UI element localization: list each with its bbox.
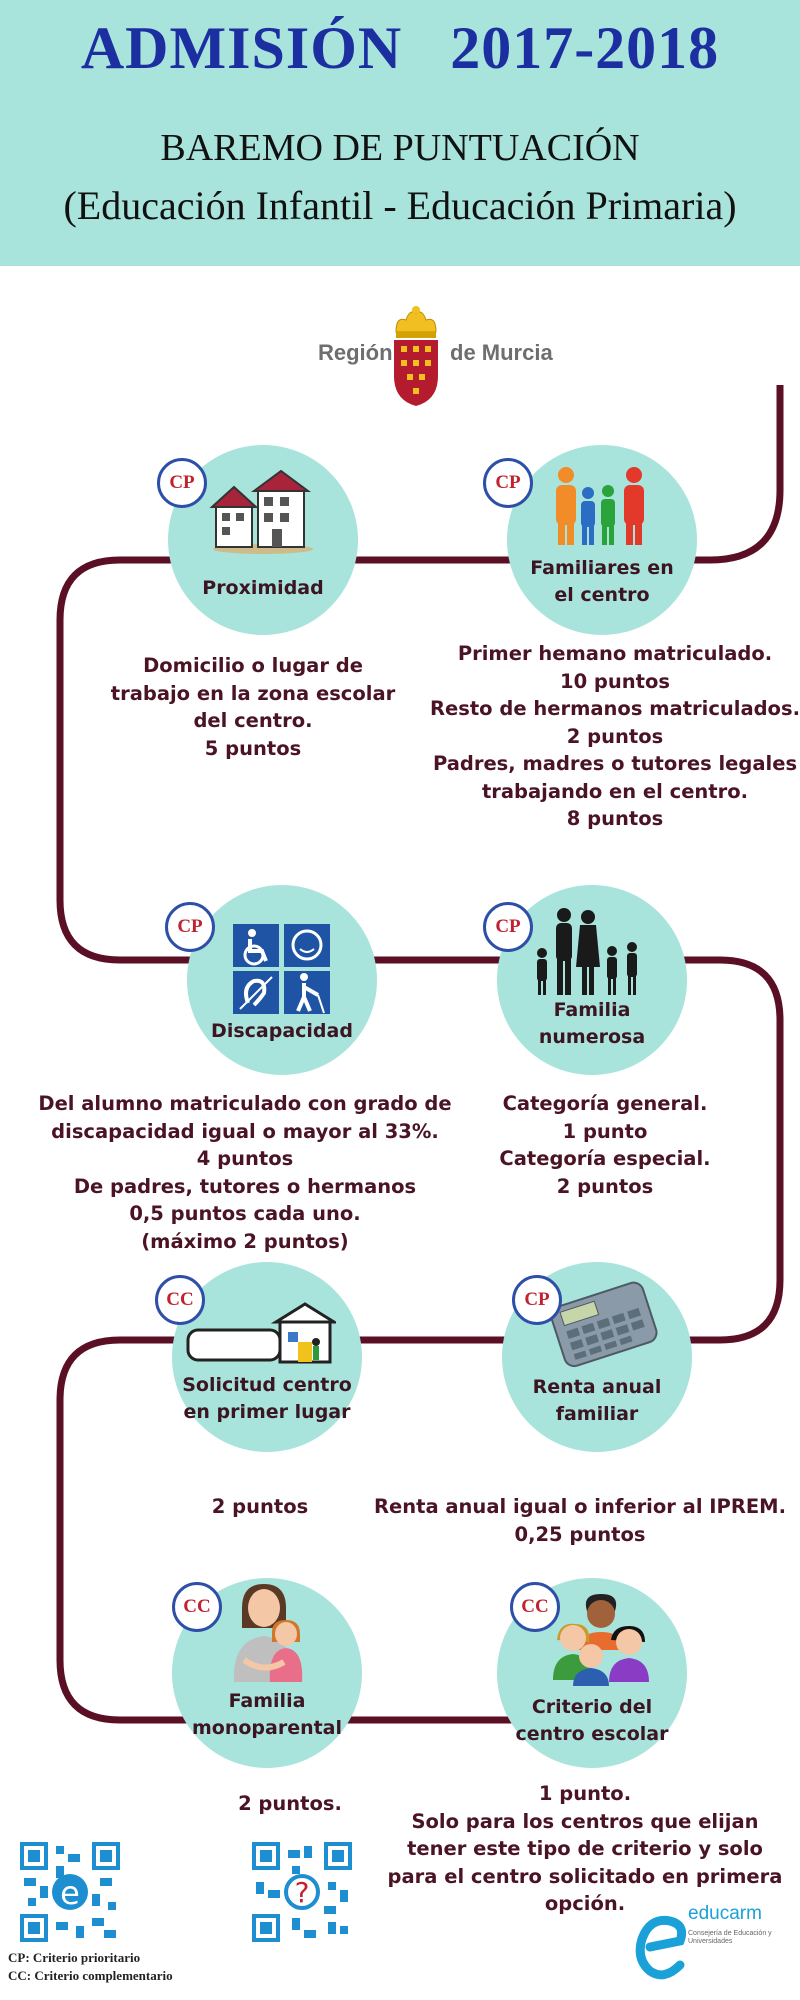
- large-family-icon: [537, 908, 637, 995]
- mother-child-icon: [233, 1584, 303, 1682]
- legend-cp: CP: Criterio prioritario: [8, 1950, 141, 1965]
- region-murcia-crest-icon: [394, 306, 438, 406]
- educarm-name: educarm: [688, 1903, 762, 1924]
- criterion-label-line2: en primer lugar: [183, 1401, 351, 1423]
- header-banner: ADMISIÓN 2017-2018 BAREMO DE PUNTUACIÓN …: [0, 0, 800, 266]
- criterion-label: Familia: [553, 999, 631, 1021]
- school-building-icon: [186, 1302, 336, 1364]
- criterion-label-line2: centro escolar: [515, 1723, 669, 1745]
- criterion-label-line2: numerosa: [538, 1026, 646, 1048]
- calculator-icon: [550, 1281, 658, 1368]
- criterion-label: Criterio del: [531, 1696, 653, 1718]
- page-title: ADMISIÓN 2017-2018: [80, 15, 720, 81]
- logo-text-right: de Murcia: [450, 340, 553, 365]
- logo-text-left: Región: [318, 340, 393, 365]
- houses-icon: [209, 469, 313, 554]
- criterion-badge: CP: [165, 902, 215, 952]
- criterion-description: 2 puntos: [211, 1495, 309, 1518]
- educarm-subtitle: Consejería de Educación y Universidades: [688, 1930, 772, 1945]
- criterion-badge: CC: [172, 1582, 222, 1632]
- criterion-badge: CP: [512, 1275, 562, 1325]
- criterion-badge: CC: [155, 1275, 205, 1325]
- educarm-logo-icon: [635, 1915, 687, 1980]
- legend-cc: CC: Criterio complementario: [8, 1968, 173, 1983]
- family-figures-icon: [556, 467, 644, 545]
- criterion-centro-escolar: Criterio del centro escolar: [497, 1578, 687, 1768]
- accessibility-icon: [233, 924, 330, 1014]
- criterion-badge: CP: [483, 902, 533, 952]
- criterion-familiares: Familiares en el centro: [507, 445, 697, 635]
- criterion-description: Renta anual igual o inferior al IPREM.0,…: [374, 1495, 786, 1546]
- criterion-label: Renta anual: [532, 1376, 662, 1398]
- group-people-icon: [553, 1594, 649, 1686]
- criterion-description: 1 punto.Solo para los centros que elijan…: [387, 1782, 783, 1915]
- criterion-label-line2: familiar: [555, 1403, 639, 1425]
- svg-text:e: e: [60, 1874, 80, 1912]
- criterion-label: Familiares en: [530, 557, 674, 579]
- criterion-label: Discapacidad: [211, 1020, 353, 1042]
- criterion-badge: CP: [157, 458, 207, 508]
- criterion-label-line2: monoparental: [191, 1717, 343, 1739]
- qr-code-icon[interactable]: e: [20, 1842, 120, 1942]
- qr-code-icon[interactable]: ?: [252, 1842, 352, 1942]
- criterion-description: 2 puntos.: [238, 1792, 342, 1815]
- criterion-label: Solicitud centro: [182, 1374, 352, 1396]
- page-subtitle-levels: (Educación Infantil - Educación Primaria…: [63, 183, 737, 228]
- criterion-label: Proximidad: [202, 577, 324, 599]
- svg-text:?: ?: [295, 1876, 310, 1909]
- criterion-label: Familia: [228, 1690, 306, 1712]
- criterion-discapacidad: Discapacidad: [187, 885, 377, 1075]
- criterion-badge: CP: [483, 458, 533, 508]
- page-subtitle: BAREMO DE PUNTUACIÓN: [160, 127, 640, 169]
- criterion-label-line2: el centro: [554, 584, 650, 606]
- criterion-badge: CC: [510, 1582, 560, 1632]
- criterion-familia-monoparental: Familia monoparental: [172, 1578, 362, 1768]
